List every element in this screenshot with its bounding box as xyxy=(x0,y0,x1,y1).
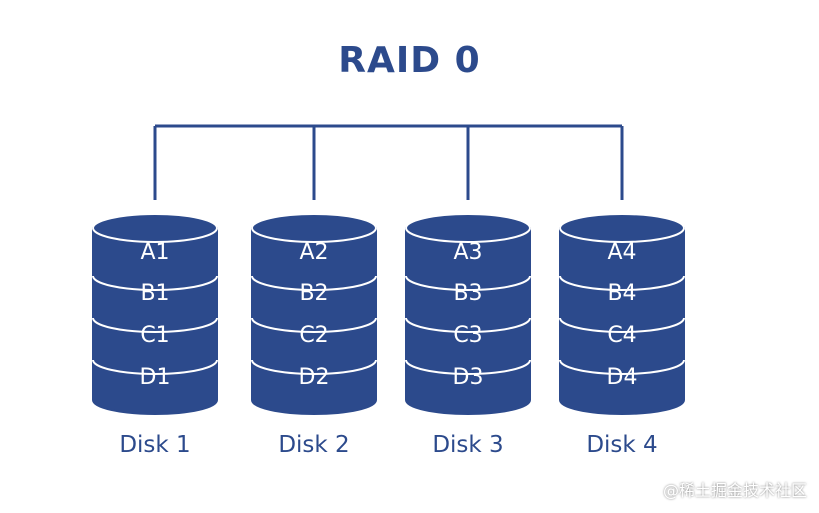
data-block-label: A4 xyxy=(607,240,637,265)
data-block-label: D1 xyxy=(139,365,171,390)
data-block-label: D4 xyxy=(606,365,638,390)
data-block-label: A2 xyxy=(299,240,329,265)
data-block-label: A1 xyxy=(140,240,170,265)
data-block-label: B3 xyxy=(453,281,483,306)
disk-cylinder-icon xyxy=(559,213,685,415)
disk-cylinder-icon xyxy=(92,213,218,415)
data-block-label: A3 xyxy=(453,240,483,265)
disk-label: Disk 1 xyxy=(119,432,191,458)
data-block-label: C4 xyxy=(607,323,637,348)
watermark: @稀土掘金技术社区 xyxy=(662,481,807,500)
disk-label: Disk 3 xyxy=(432,432,504,458)
data-block-label: C3 xyxy=(453,323,483,348)
disk-cylinder-icon xyxy=(251,213,377,415)
data-block-label: D2 xyxy=(298,365,330,390)
disk-label: Disk 2 xyxy=(278,432,350,458)
data-block-label: B2 xyxy=(299,281,329,306)
data-block-label: C2 xyxy=(299,323,329,348)
data-block-label: D3 xyxy=(452,365,484,390)
data-block-label: B1 xyxy=(140,281,170,306)
disk-cylinder-icon xyxy=(405,213,531,415)
diagram-title: RAID 0 xyxy=(338,40,481,81)
data-block-label: B4 xyxy=(607,281,637,306)
disk-label: Disk 4 xyxy=(586,432,658,458)
data-block-label: C1 xyxy=(140,323,170,348)
